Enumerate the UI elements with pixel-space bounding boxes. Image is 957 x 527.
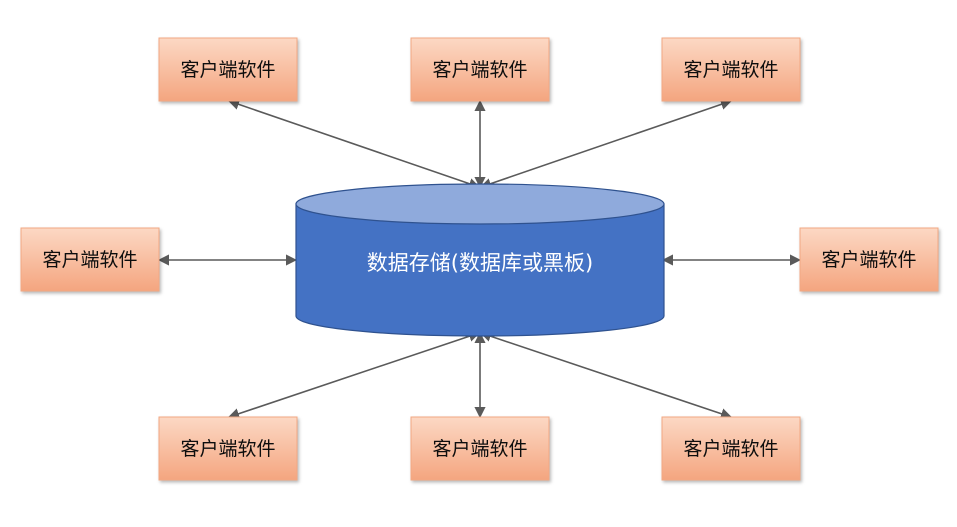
client-node-bottom-center[interactable]: 客户端软件 bbox=[410, 416, 550, 481]
client-label: 客户端软件 bbox=[821, 249, 916, 271]
database-label: 数据存储(数据库或黑板) bbox=[367, 251, 593, 275]
client-label: 客户端软件 bbox=[42, 249, 137, 271]
client-label: 客户端软件 bbox=[683, 59, 778, 81]
connector-top-left bbox=[227, 98, 481, 190]
connector-top-right bbox=[479, 98, 733, 190]
client-node-top-center[interactable]: 客户端软件 bbox=[410, 37, 550, 102]
client-label: 客户端软件 bbox=[180, 438, 275, 460]
connector-bottom-right bbox=[479, 330, 733, 420]
database-body bbox=[295, 203, 665, 337]
client-node-top-left[interactable]: 客户端软件 bbox=[158, 37, 298, 102]
connectors bbox=[157, 98, 802, 420]
database-top bbox=[295, 183, 665, 225]
client-node-top-right[interactable]: 客户端软件 bbox=[661, 37, 801, 102]
client-label: 客户端软件 bbox=[432, 59, 527, 81]
client-node-bottom-right[interactable]: 客户端软件 bbox=[661, 416, 801, 481]
client-node-bottom-left[interactable]: 客户端软件 bbox=[158, 416, 298, 481]
connector-bottom-left bbox=[227, 330, 481, 420]
client-node-middle-left[interactable]: 客户端软件 bbox=[20, 227, 160, 292]
client-node-middle-right[interactable]: 客户端软件 bbox=[799, 227, 939, 292]
client-label: 客户端软件 bbox=[683, 438, 778, 460]
client-label: 客户端软件 bbox=[180, 59, 275, 81]
client-label: 客户端软件 bbox=[432, 438, 527, 460]
database-cylinder[interactable]: 数据存储(数据库或黑板) bbox=[295, 183, 665, 337]
